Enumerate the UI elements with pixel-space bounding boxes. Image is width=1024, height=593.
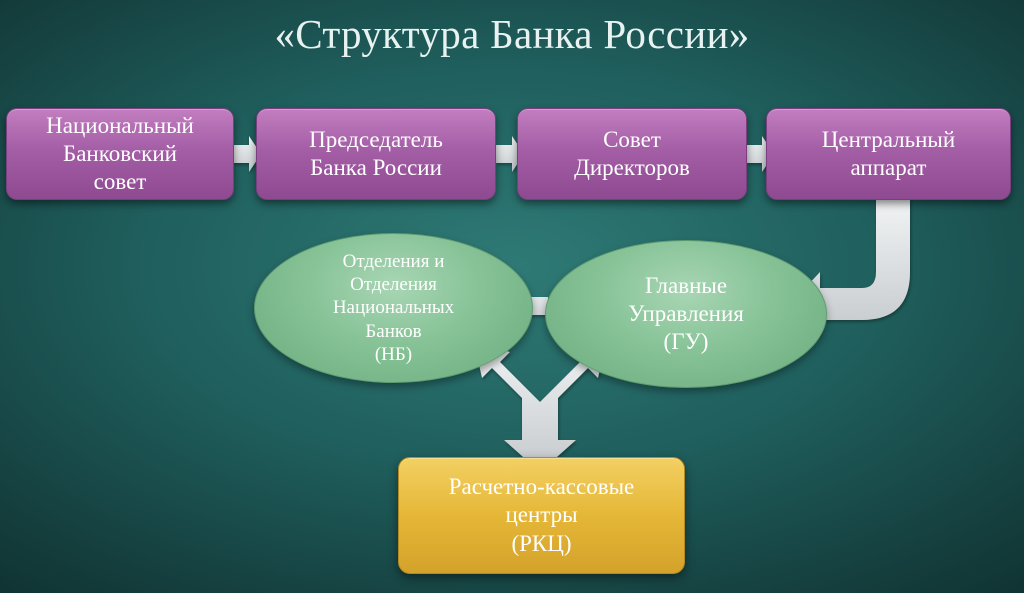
chairman-box: Председатель Банка России [256,108,496,200]
directors-line-1: Совет [603,126,661,152]
directors-line-2: Директоров [574,155,690,180]
central-line-1: Центральный [821,126,956,152]
branches-ellipse: Отделения и Отделения Национальных Банко… [254,233,533,383]
board-of-directors-box: Совет Директоров [517,108,747,200]
cash-centers-line-1: Расчетно-кассовые [448,474,635,500]
branches-line-4: Банков [365,320,422,342]
main-departments-line-1: Главные [644,272,728,298]
national-banking-council-box: Национальный Банковский совет [6,108,234,200]
arrow-national-to-chairman [233,136,261,172]
arrow-y-to-cash-centers [474,342,606,472]
cash-centers-line-2: центры [505,502,578,528]
chairman-line-2: Банка России [310,155,442,180]
national-council-line-1: Национальный [46,112,194,138]
cash-centers-box: Расчетно-кассовые центры (РКЦ) [398,457,685,574]
branches-line-3: Национальных [332,297,455,319]
cash-centers-line-3: (РКЦ) [511,530,572,556]
national-council-line-3: совет [93,169,147,195]
main-departments-line-3: (ГУ) [663,329,709,355]
main-departments-ellipse: Главные Управления (ГУ) [545,240,827,388]
branches-line-2: Отделения [350,274,437,296]
branches-line-5: (НБ) [374,343,413,365]
slide-title: «Структура Банка России» [274,11,750,57]
chairman-line-1: Председатель [309,126,443,152]
central-office-box: Центральный аппарат [766,108,1011,200]
main-departments-line-2: Управления [628,300,744,326]
national-council-line-2: Банковский [63,140,177,166]
central-line-2: аппарат [850,155,927,180]
branches-line-1: Отделения и [342,251,445,273]
